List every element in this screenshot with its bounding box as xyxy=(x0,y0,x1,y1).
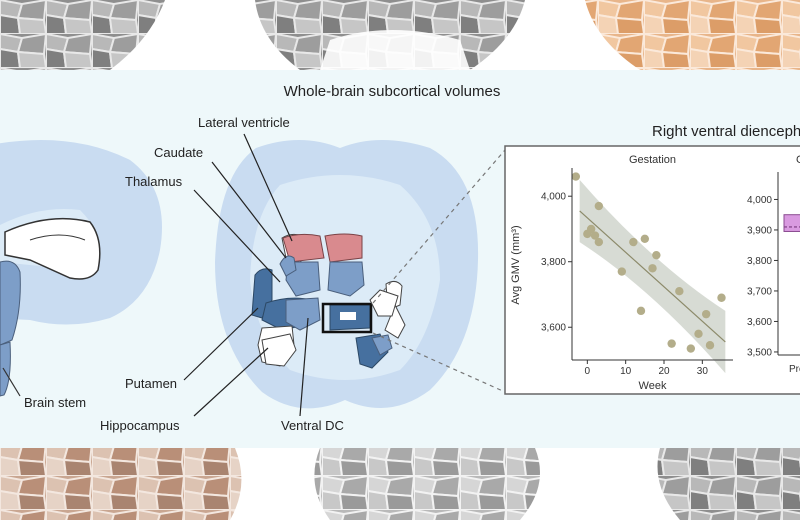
brain-slice-decoration xyxy=(314,448,540,520)
x-tick-label: 20 xyxy=(658,366,670,377)
brain-slice-decoration xyxy=(0,448,242,520)
box-iqr xyxy=(783,214,800,232)
y-tick-label: 3,800 xyxy=(541,257,566,268)
ventral-dc-left xyxy=(285,297,321,331)
label-thalamus: Thalamus xyxy=(125,174,183,189)
zoom-connectors xyxy=(372,149,506,393)
y-axis-title: Avg GMV (mm³) xyxy=(510,225,522,304)
y-tick-label: 3,900 xyxy=(747,225,772,236)
data-point xyxy=(590,231,600,240)
x-tick-label: Pre xyxy=(789,364,800,375)
data-point xyxy=(686,344,696,353)
x-tick-label: 0 xyxy=(585,366,591,377)
label-putamen: Putamen xyxy=(125,376,177,391)
x-tick-label: 10 xyxy=(620,366,632,377)
label-lateral-ventricle: Lateral ventricle xyxy=(198,115,290,130)
label-hippocampus: Hippocampus xyxy=(100,418,180,433)
lateral-ventricle-left xyxy=(282,233,325,263)
y-tick-label: 3,600 xyxy=(541,323,566,334)
data-point xyxy=(648,264,657,273)
scatter-title: Gestation xyxy=(629,154,676,166)
label-ventral-dc: Ventral DC xyxy=(281,418,344,433)
data-point xyxy=(629,237,638,247)
data-point xyxy=(652,250,661,260)
data-point xyxy=(594,201,604,211)
data-point xyxy=(717,293,726,302)
zoom-box xyxy=(321,302,373,334)
lateral-ventricle-right xyxy=(324,233,363,263)
y-tick-label: 4,000 xyxy=(541,192,566,203)
data-point xyxy=(617,267,627,276)
box-title: G xyxy=(796,154,800,166)
label-caudate: Caudate xyxy=(154,145,203,160)
brain-slice-decoration xyxy=(585,0,800,70)
caudate-region xyxy=(279,255,297,277)
brain-slice-decoration xyxy=(657,448,800,520)
figure-title: Whole-brain subcortical volumes xyxy=(284,83,501,100)
data-point xyxy=(694,329,703,338)
data-point xyxy=(586,224,596,234)
leader-lines xyxy=(183,133,309,417)
x-tick-label: 30 xyxy=(697,366,709,377)
thalamus-right xyxy=(327,261,365,297)
data-point xyxy=(636,306,646,316)
sagittal-brain xyxy=(0,140,162,397)
data-point xyxy=(675,287,684,296)
box-panel: G 3,500 3,600 3,700 3,800 3,900 4,000Pre xyxy=(747,154,800,375)
data-point xyxy=(667,339,676,348)
data-point xyxy=(571,172,581,181)
regression-line xyxy=(579,210,726,343)
bottom-brain-montage xyxy=(0,448,800,520)
x-axis-title: Week xyxy=(639,380,667,392)
top-brain-montage xyxy=(0,0,800,70)
data-point xyxy=(640,234,650,243)
label-brain-stem: Brain stem xyxy=(24,395,86,410)
y-tick-label: 3,800 xyxy=(747,256,772,267)
data-point xyxy=(594,237,604,247)
brain-slice-decoration xyxy=(0,0,165,70)
y-tick-label: 4,000 xyxy=(747,195,772,206)
y-tick-label: 3,500 xyxy=(747,347,772,358)
data-point xyxy=(705,341,715,350)
y-tick-label: 3,600 xyxy=(747,317,772,328)
panel-heading: Right ventral diencephalon xyxy=(652,123,800,140)
y-tick-label: 3,700 xyxy=(747,286,772,297)
coronal-brain xyxy=(215,140,479,409)
data-point xyxy=(701,309,711,319)
